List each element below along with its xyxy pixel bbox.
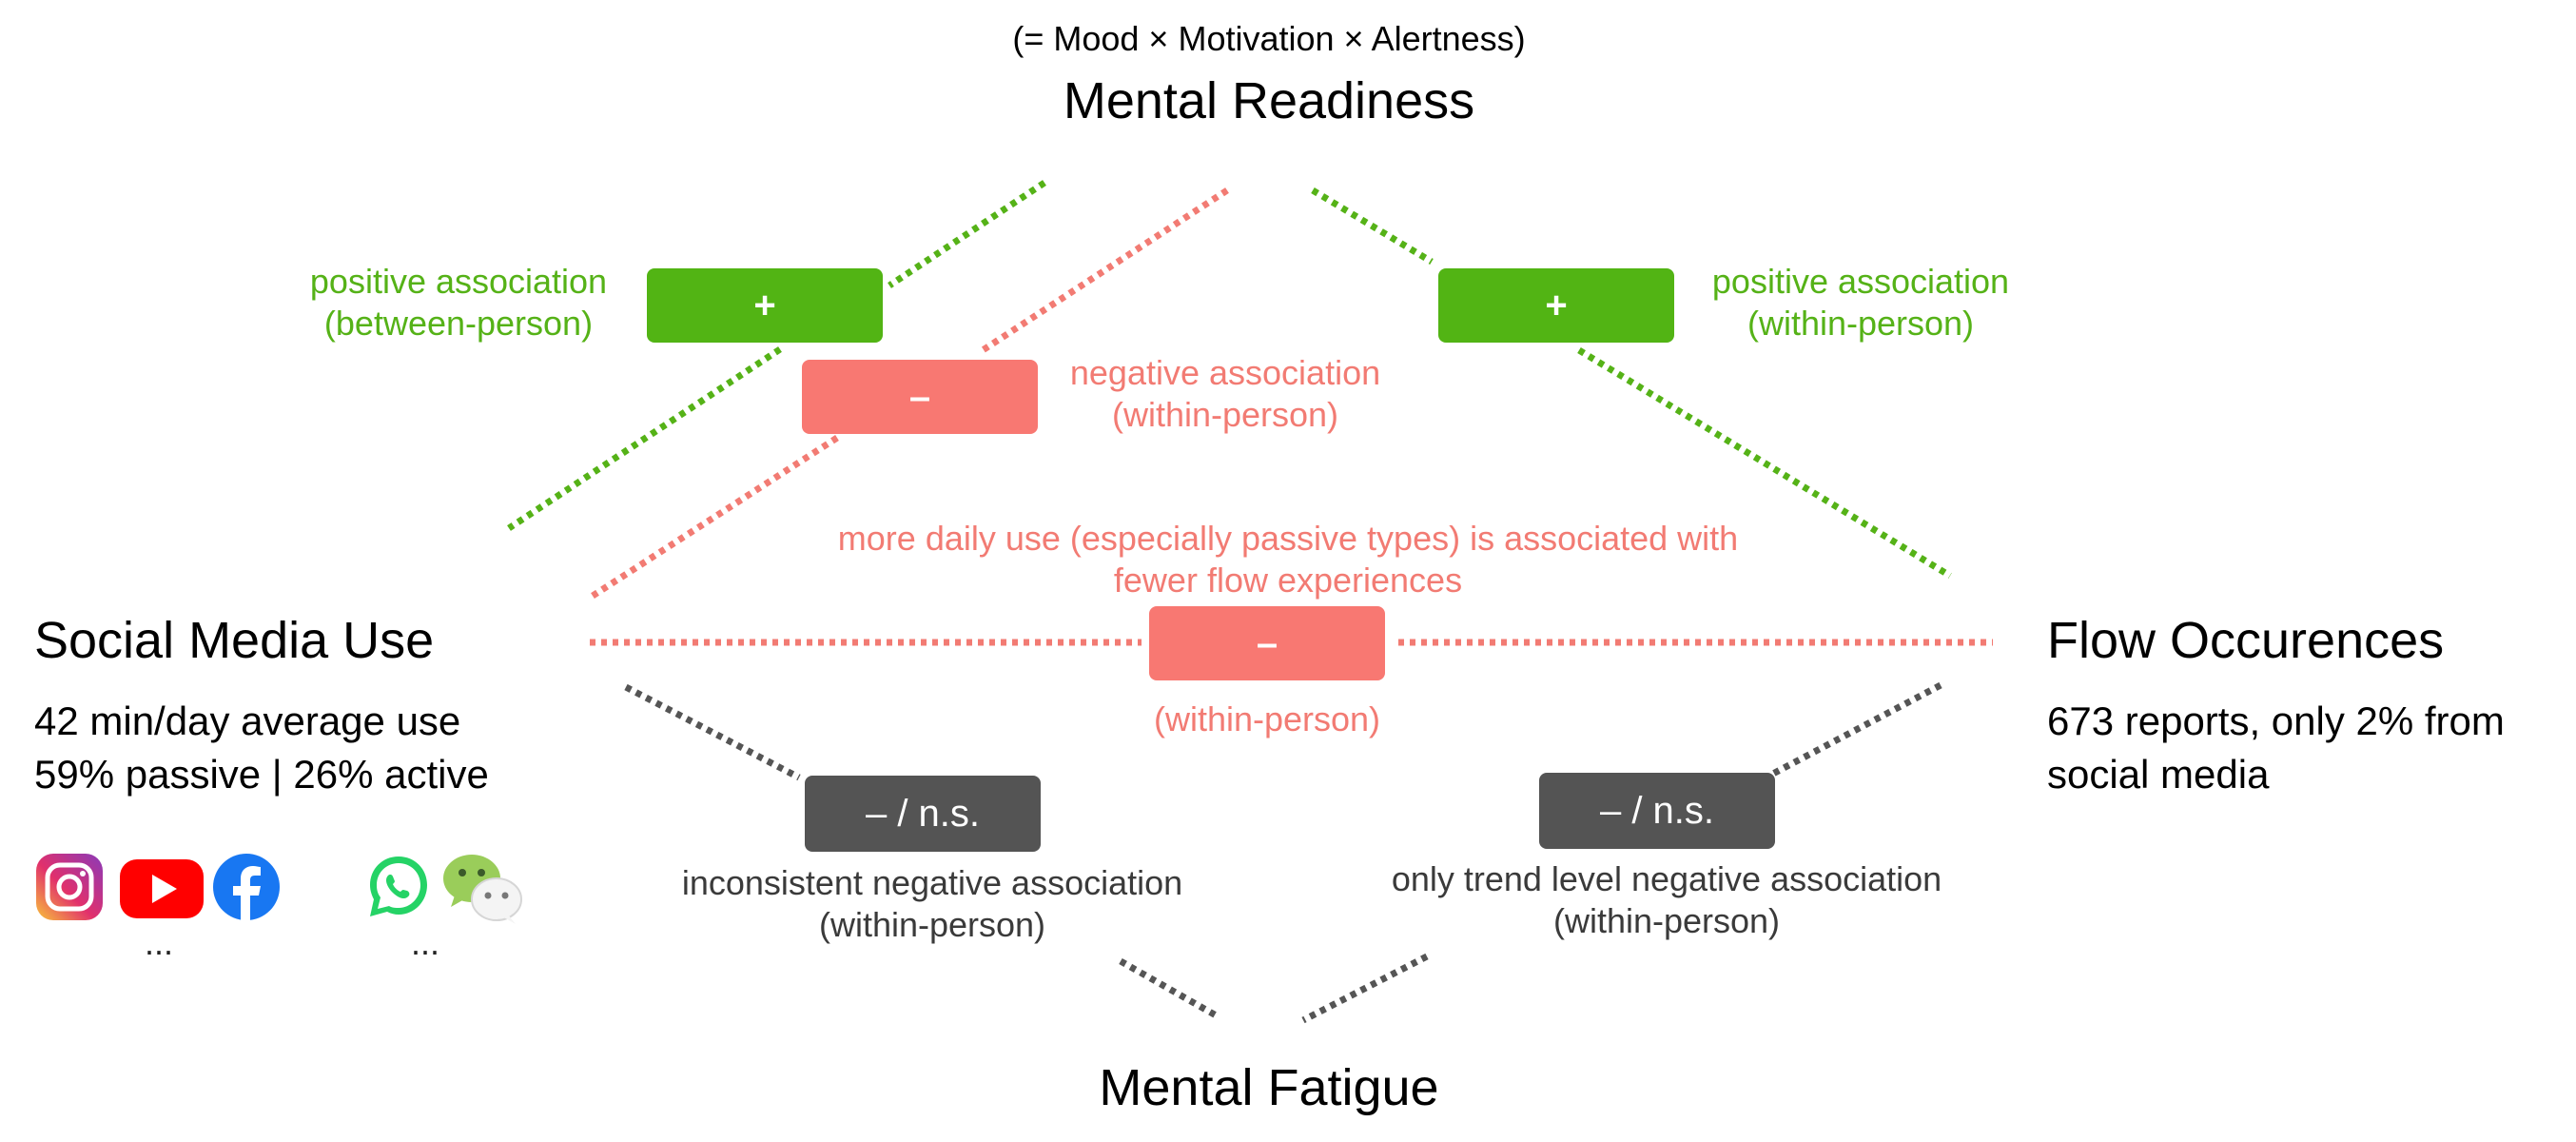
instagram-icon [36,854,103,920]
flow-stat-reports: 673 reports, only 2% from [2047,699,2505,743]
readiness-flow-label: positive association (within-person) [1670,261,2051,345]
sm-flow-note: more daily use (especially passive types… [812,518,1764,601]
sm-readiness-within-label: negative association (within-person) [1035,352,1415,436]
fatigue-title: Mental Fatigue [1099,1059,1439,1116]
sm-readiness-within-sign-box: – [802,360,1038,434]
sm-fatigue-label-line2: (within-person) [818,905,1046,944]
sm-readiness-within-label-line1: negative association [1069,353,1381,392]
line-fatigue-flow-upper [1767,681,1942,779]
fatigue-flow-sign-box: – / n.s. [1539,773,1775,849]
youtube-icon [120,859,204,918]
sm-readiness-sign-box: + [647,268,883,343]
social-media-stat-avg: 42 min/day average use [34,699,461,743]
line-sm-fatigue-lower [1119,957,1220,1020]
sm-flow-label: (within-person) [1153,699,1381,738]
social-icons-ellipsis-1: ... [145,923,174,962]
sm-fatigue-label: inconsistent negative association (withi… [647,862,1218,946]
fatigue-flow-label-line2: (within-person) [1552,901,1781,940]
sm-flow-note-line2: fewer flow experiences [1113,561,1463,600]
sm-flow-note-line1: more daily use (especially passive types… [837,519,1739,558]
line-sm-fatigue-upper [624,683,801,781]
social-icons-ellipsis-2: ... [411,923,440,962]
flow-stat-source: social media [2047,752,2270,797]
sm-fatigue-label-line1: inconsistent negative association [681,863,1183,902]
fatigue-flow-label: only trend level negative association (w… [1343,858,1990,942]
readiness-title: Mental Readiness [1063,72,1475,129]
sm-readiness-label: positive association (between-person) [268,261,649,345]
social-media-stat-types: 59% passive | 26% active [34,752,489,797]
line-readiness-flow-upper [1311,187,1434,266]
line-sm-readiness-lower [507,346,782,531]
readiness-flow-sign-box: + [1438,268,1674,343]
readiness-subtitle: (= Mood × Motivation × Alertness) [1012,19,1526,58]
sm-readiness-label-line1: positive association [309,262,608,301]
wechat-icon [443,855,522,924]
whatsapp-icon [370,856,427,916]
line-readiness-flow-lower [1577,347,1952,579]
sm-readiness-within-label-line2: (within-person) [1111,395,1339,434]
line-sm-readiness-within-lower [588,435,839,601]
line-fatigue-flow-lower [1301,953,1429,1024]
sm-flow-sign-box: – [1149,606,1385,680]
sm-readiness-label-line2: (between-person) [323,304,594,343]
facebook-icon [213,854,280,920]
social-media-title: Social Media Use [34,612,435,669]
flow-title: Flow Occurences [2047,612,2445,669]
sm-fatigue-sign-box: – / n.s. [805,776,1041,852]
readiness-flow-label-line1: positive association [1711,262,2010,301]
line-sm-readiness-upper [888,180,1046,288]
fatigue-flow-label-line1: only trend level negative association [1391,859,1942,898]
readiness-flow-label-line2: (within-person) [1747,304,1975,343]
line-sm-readiness-within-upper [978,187,1229,355]
